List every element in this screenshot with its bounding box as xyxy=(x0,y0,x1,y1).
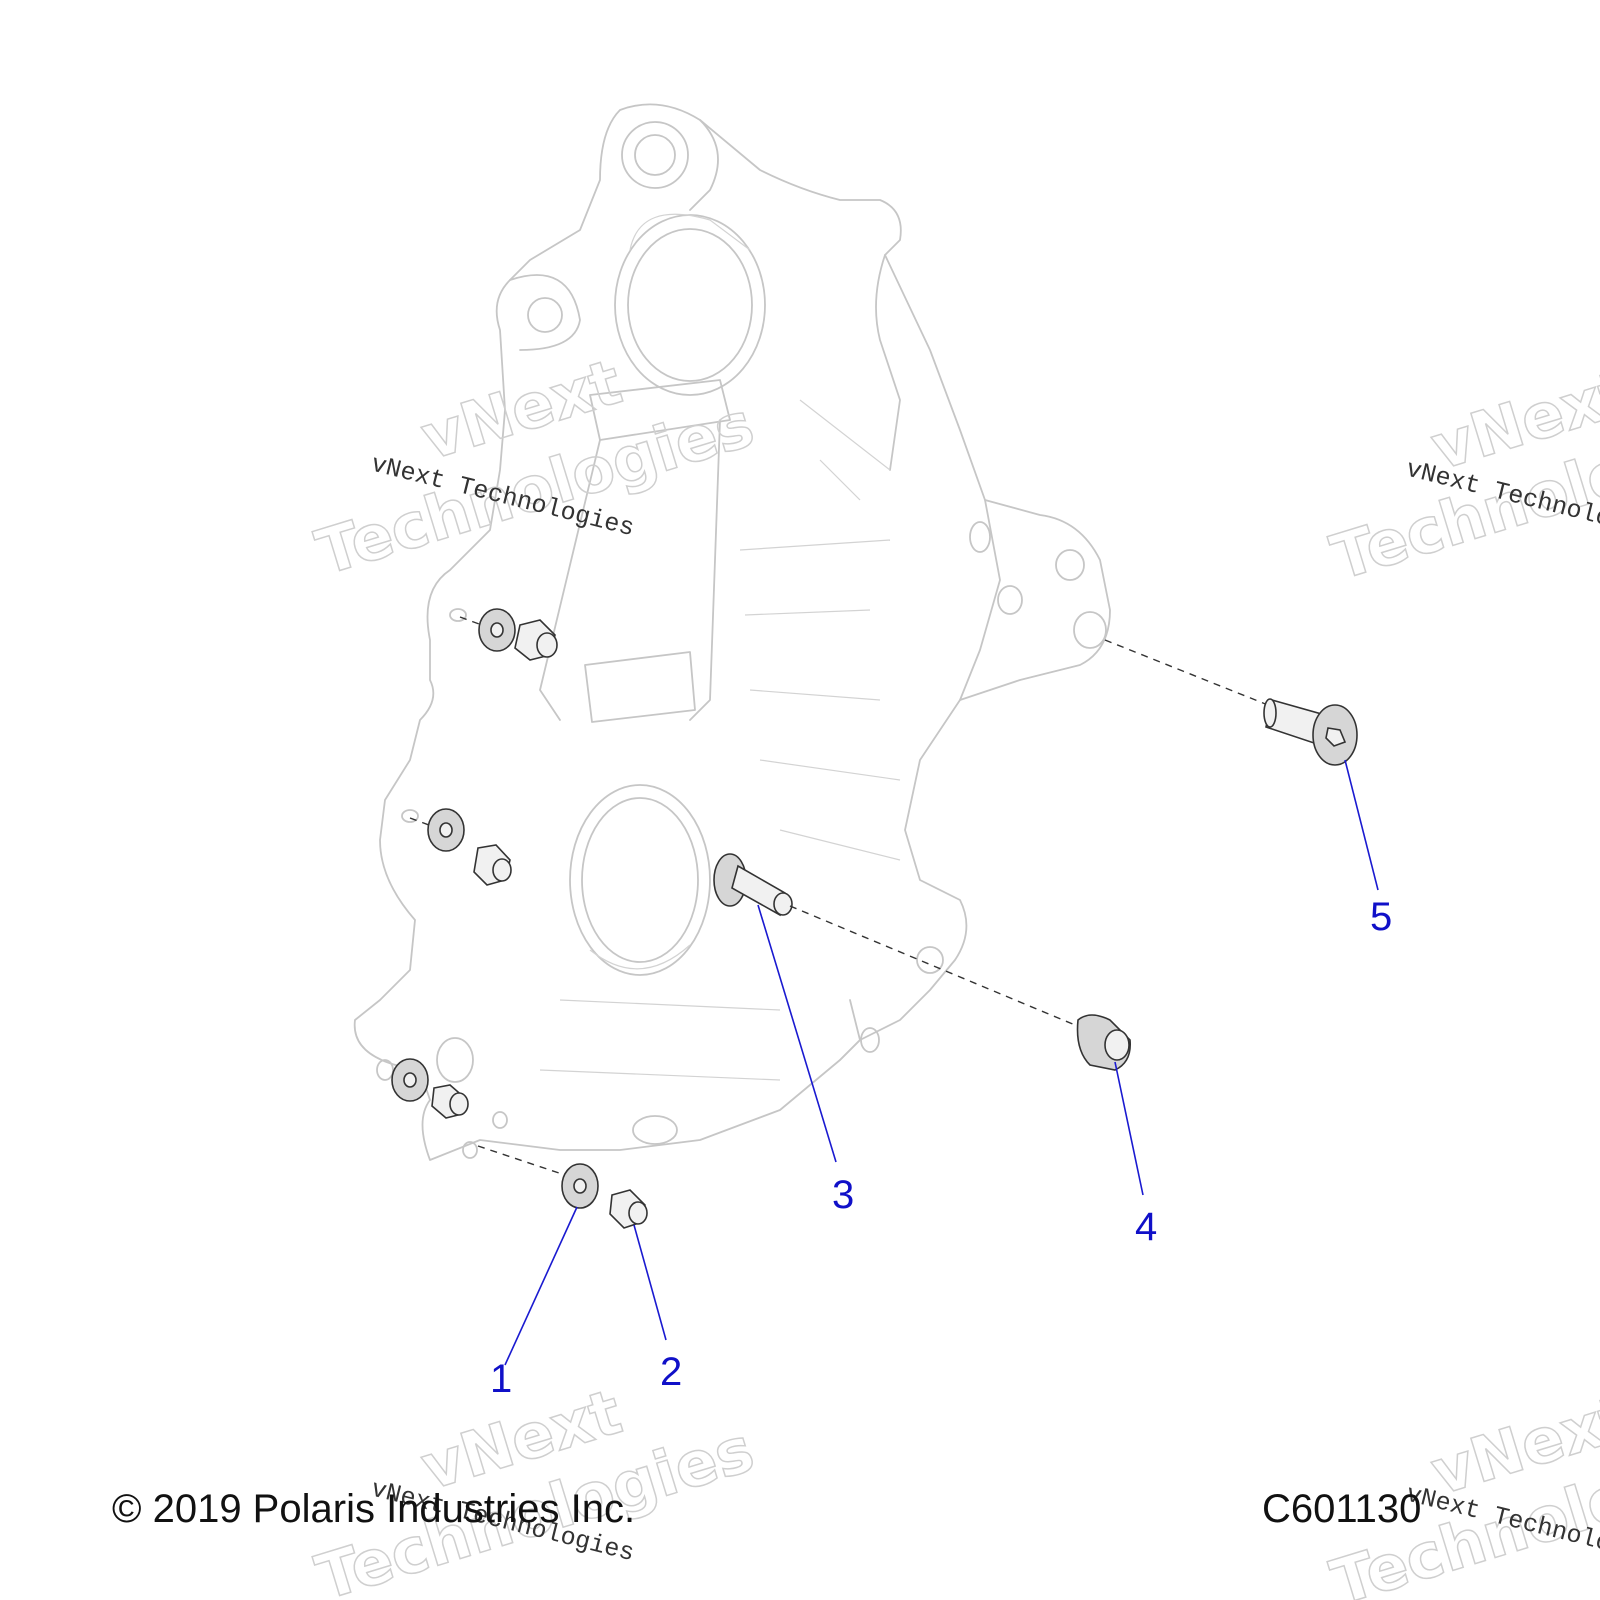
washer-item-1 xyxy=(477,1145,599,1209)
washer-nut-group-lower xyxy=(391,1058,469,1119)
bolt-item-5 xyxy=(1104,639,1358,766)
copyright-text: © 2019 Polaris Industries Inc. xyxy=(112,1487,635,1531)
callout-2: 2 xyxy=(660,1350,682,1394)
flange-nut-item-4 xyxy=(1076,1014,1132,1071)
drawing-number: C601130 xyxy=(1262,1487,1421,1531)
washer-nut-group-upper xyxy=(459,608,558,661)
housing-outline xyxy=(353,103,1111,1161)
leader-2 xyxy=(633,1224,667,1341)
leader-3 xyxy=(757,904,837,1163)
washer-nut-group-middle xyxy=(409,808,512,886)
callout-4: 4 xyxy=(1135,1205,1157,1249)
stud-item-3 xyxy=(713,853,1076,1026)
nut-item-2 xyxy=(609,1189,648,1229)
callout-1: 1 xyxy=(490,1357,512,1401)
callout-5: 5 xyxy=(1370,895,1392,939)
callout-3: 3 xyxy=(832,1173,854,1217)
leader-4 xyxy=(1114,1061,1144,1196)
leader-1 xyxy=(504,1206,578,1366)
watermark-top-right: vNext Technologies vNext Technologies xyxy=(1322,354,1600,595)
leader-lines xyxy=(504,759,1379,1366)
leader-5 xyxy=(1344,759,1379,891)
